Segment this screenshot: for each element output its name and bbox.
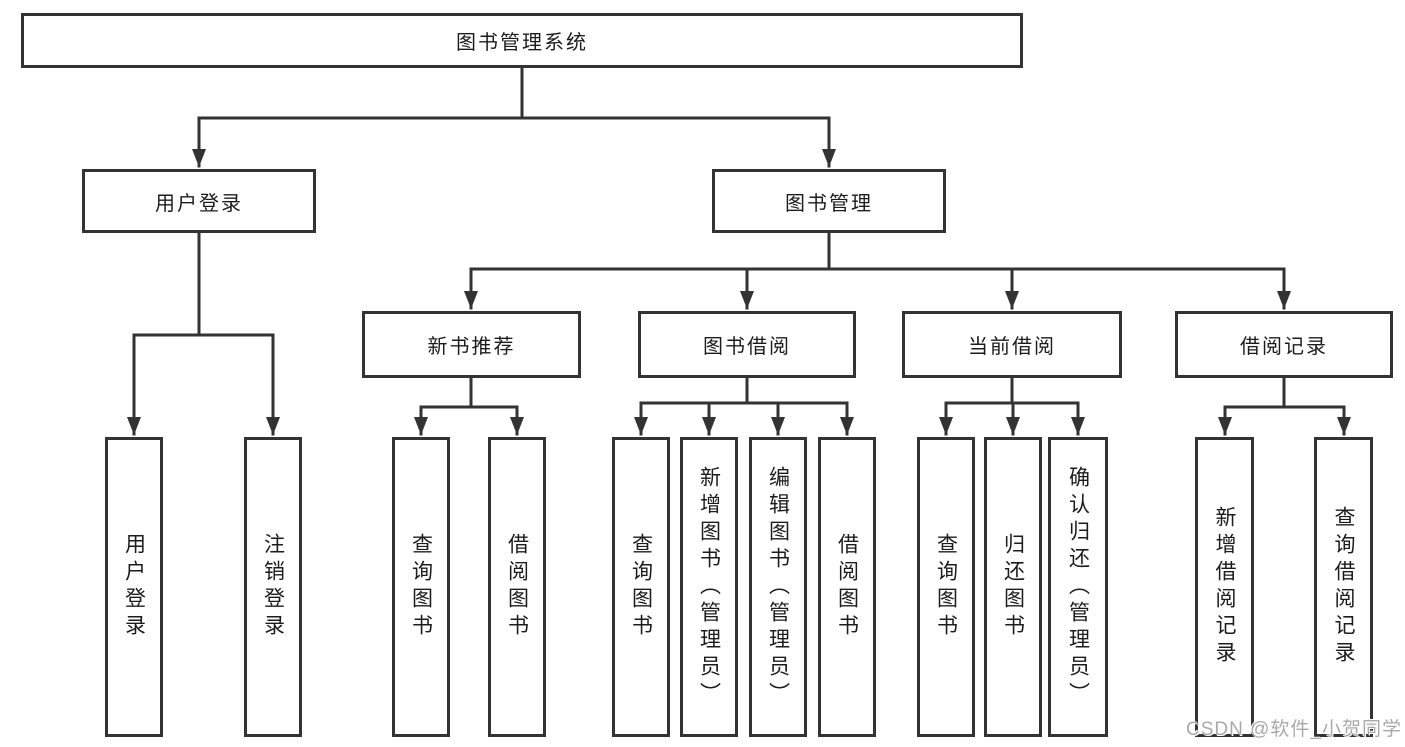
- leaf-query-books-borrow: 查询图书: [612, 437, 670, 737]
- leaf-label: 借阅图书: [835, 533, 859, 641]
- leaf-return-book: 归还图书: [984, 437, 1042, 737]
- node-user-login: 用户登录: [82, 169, 316, 233]
- leaf-label: 新增借阅记录: [1213, 506, 1236, 668]
- leaf-label: 用户登录: [122, 533, 146, 641]
- leaf-logout: 注销登录: [244, 437, 302, 737]
- leaf-label: 归还图书: [1001, 533, 1025, 641]
- node-library-system-root: 图书管理系统: [21, 13, 1023, 68]
- leaf-query-books-current: 查询图书: [917, 437, 975, 737]
- leaf-label: 查询图书: [629, 533, 653, 641]
- leaf-borrow-books: 借阅图书: [818, 437, 876, 737]
- node-label: 新书推荐: [427, 336, 516, 358]
- leaf-query-borrow-record: 查询借阅记录: [1314, 437, 1373, 737]
- node-label: 图书管理系统: [456, 32, 588, 54]
- node-label: 用户登录: [155, 192, 243, 215]
- node-book-borrowing: 图书借阅: [638, 311, 856, 378]
- leaf-label: 编辑图书（管理员）: [766, 465, 790, 709]
- leaf-label: 注销登录: [261, 533, 285, 641]
- watermark-text: CSDN @软件_小贺同学: [1186, 719, 1402, 740]
- leaf-label: 查询图书: [934, 533, 958, 641]
- leaf-label: 查询图书: [409, 533, 433, 641]
- node-current-borrowing: 当前借阅: [902, 311, 1122, 378]
- leaf-user-login: 用户登录: [105, 437, 163, 737]
- node-label: 当前借阅: [968, 336, 1056, 358]
- leaf-label: 查询借阅记录: [1332, 506, 1355, 668]
- leaf-borrow-books-recommend: 借阅图书: [488, 437, 546, 737]
- leaf-add-borrow-record: 新增借阅记录: [1195, 437, 1254, 737]
- leaf-edit-book-admin: 编辑图书（管理员）: [749, 437, 807, 737]
- leaf-label: 新增图书（管理员）: [697, 465, 721, 709]
- leaf-label: 确认归还（管理员）: [1066, 465, 1090, 709]
- leaf-add-book-admin: 新增图书（管理员）: [680, 437, 738, 737]
- node-new-book-recommend: 新书推荐: [362, 311, 581, 378]
- node-book-management: 图书管理: [712, 169, 946, 233]
- leaf-label: 借阅图书: [505, 533, 529, 641]
- node-borrowing-records: 借阅记录: [1175, 311, 1393, 378]
- leaf-confirm-return-admin: 确认归还（管理员）: [1048, 437, 1108, 737]
- node-label: 图书管理: [785, 192, 873, 215]
- node-label: 图书借阅: [703, 336, 791, 358]
- leaf-query-books-recommend: 查询图书: [392, 437, 450, 737]
- node-label: 借阅记录: [1240, 336, 1328, 358]
